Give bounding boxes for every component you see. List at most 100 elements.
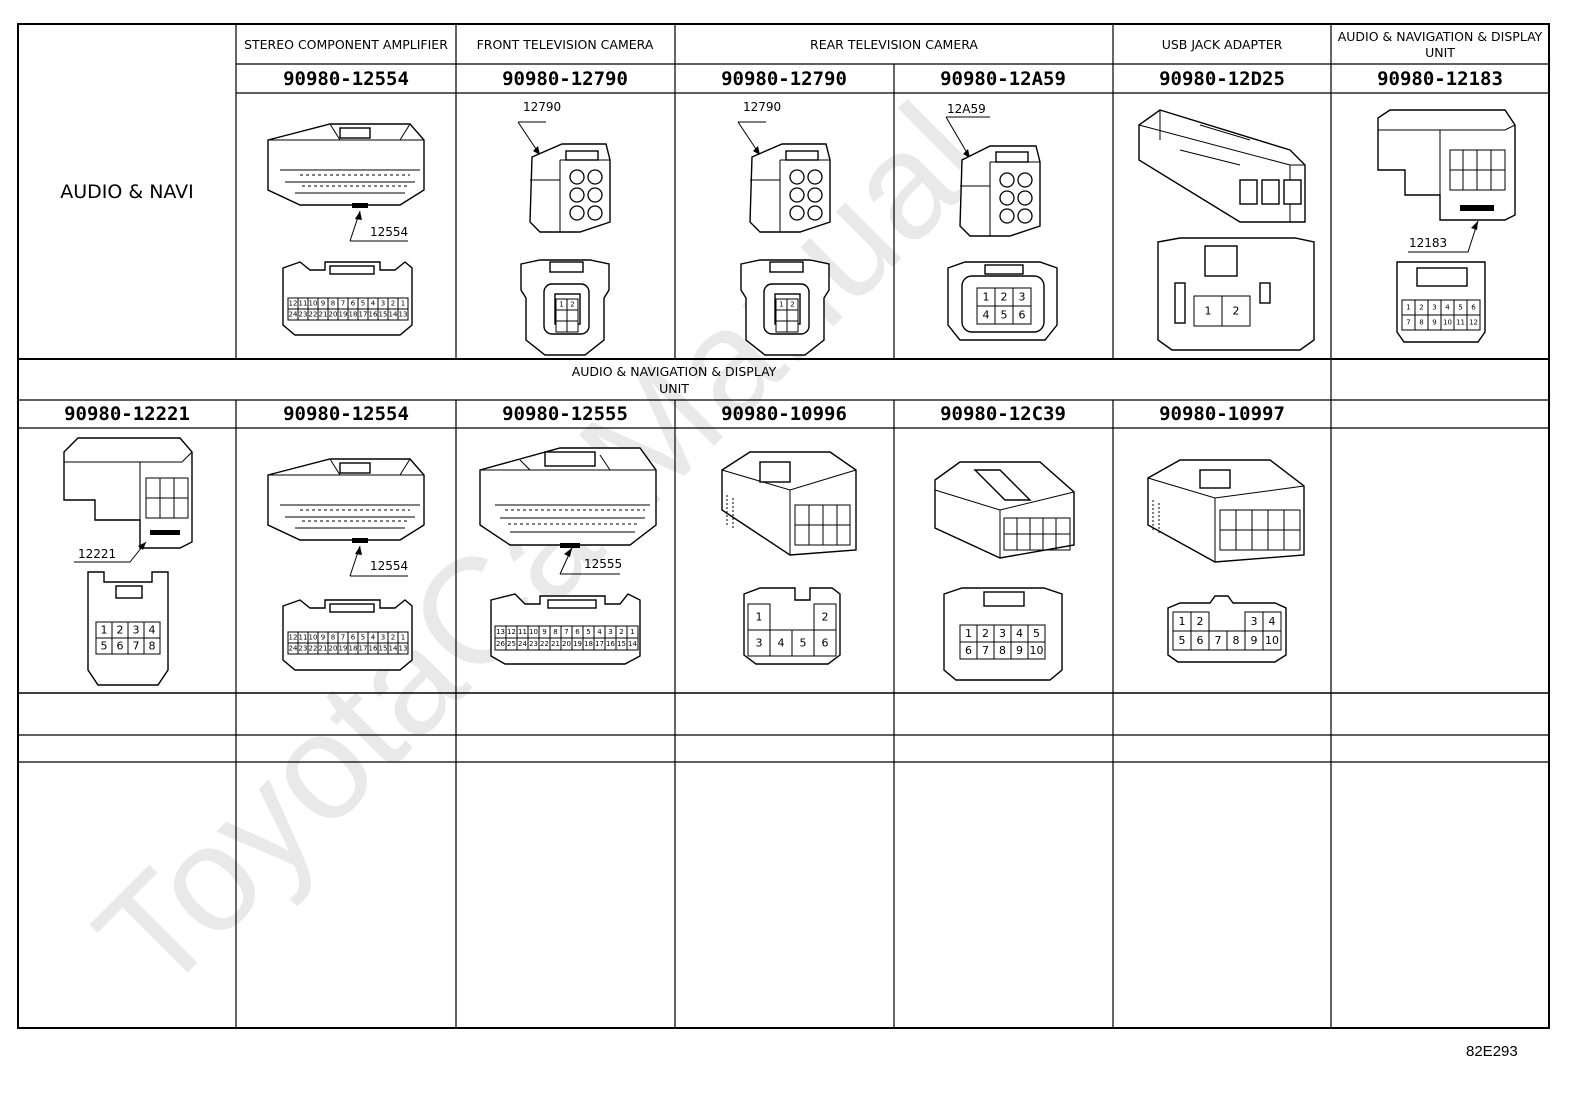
part-number: 90980-10997 bbox=[1159, 403, 1285, 425]
pin-cell bbox=[1466, 314, 1481, 331]
pin-number: 12 bbox=[289, 634, 298, 642]
row1-part-numbers: 90980-12554 90980-12790 90980-12790 9098… bbox=[283, 68, 1503, 90]
pin-number: 18 bbox=[584, 640, 593, 648]
pin-cell bbox=[626, 637, 639, 651]
pin-number: 1 bbox=[756, 611, 763, 624]
pin-number: 6 bbox=[575, 628, 580, 636]
pin-number: 4 bbox=[1445, 304, 1450, 312]
pin-cell bbox=[786, 309, 799, 322]
pin-cell bbox=[1193, 295, 1223, 327]
pin-number: 1 bbox=[965, 627, 972, 640]
pin-number: 10 bbox=[1265, 634, 1279, 647]
part-number: 90980-12555 bbox=[502, 403, 628, 425]
part-number: 90980-12554 bbox=[283, 68, 409, 90]
pin-cell bbox=[1262, 630, 1282, 651]
pin-number: 8 bbox=[331, 634, 335, 642]
pin-number: 26 bbox=[496, 640, 505, 648]
pin-number: 1 bbox=[1205, 305, 1212, 318]
pin-number: 6 bbox=[1197, 634, 1204, 647]
pin-number: 5 bbox=[101, 640, 108, 653]
pin-number: 10 bbox=[309, 300, 318, 308]
pin-number: 3 bbox=[381, 300, 385, 308]
pin-cell bbox=[1027, 641, 1046, 660]
part-number: 90980-12554 bbox=[283, 403, 409, 425]
svg-text:12554: 12554 bbox=[370, 225, 408, 239]
pin-number: 7 bbox=[564, 628, 568, 636]
pin-number: 3 bbox=[608, 628, 612, 636]
pin-number: 4 bbox=[597, 628, 602, 636]
part-number: 90980-12A59 bbox=[940, 68, 1066, 90]
pin-number: 8 bbox=[1419, 319, 1423, 327]
pin-number: 2 bbox=[619, 628, 623, 636]
pin-number: 19 bbox=[339, 645, 348, 653]
pin-cell bbox=[786, 320, 799, 333]
pin-number: 15 bbox=[379, 311, 388, 319]
pin-number: 1 bbox=[401, 634, 405, 642]
pin-cell bbox=[397, 642, 409, 655]
pin-number: 5 bbox=[1001, 309, 1008, 322]
pin-number: 21 bbox=[319, 311, 328, 319]
pin-number: 9 bbox=[1016, 644, 1023, 657]
pin-number: 6 bbox=[117, 640, 124, 653]
svg-text:12790: 12790 bbox=[523, 100, 561, 114]
pin-number: 18 bbox=[349, 311, 358, 319]
header-audio-nav-unit-line2: UNIT bbox=[1425, 45, 1455, 60]
pin-number: 20 bbox=[329, 311, 338, 319]
callout-12183: 12183 bbox=[1408, 220, 1479, 253]
pin-number: 17 bbox=[359, 645, 368, 653]
pin-number: 10 bbox=[309, 634, 318, 642]
pin-number: 23 bbox=[299, 311, 308, 319]
pin-number: 9 bbox=[1251, 634, 1258, 647]
pin-number: 21 bbox=[319, 645, 328, 653]
pin-number: 20 bbox=[329, 645, 338, 653]
svg-text:12183: 12183 bbox=[1409, 236, 1447, 250]
pin-number: 3 bbox=[1251, 615, 1258, 628]
connector-12554-iso-drawing bbox=[267, 458, 425, 543]
svg-text:12554: 12554 bbox=[370, 559, 408, 573]
pin-number: 3 bbox=[1019, 291, 1026, 304]
pin-number: 1 bbox=[1406, 304, 1410, 312]
pin-number: 22 bbox=[309, 645, 318, 653]
pin-number: 13 bbox=[399, 645, 408, 653]
pin-number: 24 bbox=[289, 645, 298, 653]
pin-number: 6 bbox=[351, 634, 356, 642]
pin-number: 11 bbox=[1456, 319, 1465, 327]
pin-number: 4 bbox=[149, 624, 156, 637]
callout-12554: 12554 bbox=[349, 545, 408, 577]
pin-number: 2 bbox=[1419, 304, 1423, 312]
pin-number: 24 bbox=[518, 640, 527, 648]
pin-number: 3 bbox=[756, 637, 763, 650]
pin-number: 3 bbox=[1432, 304, 1436, 312]
pin-number: 12 bbox=[1469, 319, 1478, 327]
pin-number: 1 bbox=[630, 628, 634, 636]
pin-number: 4 bbox=[371, 634, 376, 642]
connector-12C39-iso-drawing bbox=[934, 461, 1075, 559]
pin-cell bbox=[555, 320, 568, 333]
pin-number: 6 bbox=[351, 300, 356, 308]
pin-number: 9 bbox=[321, 634, 325, 642]
pin-number: 6 bbox=[1471, 304, 1476, 312]
pin-cell bbox=[566, 309, 579, 322]
pin-number: 1 bbox=[983, 291, 990, 304]
pin-number: 5 bbox=[800, 637, 807, 650]
pin-number: 5 bbox=[361, 300, 365, 308]
pin-number: 13 bbox=[399, 311, 408, 319]
pin-number: 4 bbox=[371, 300, 376, 308]
pin-number: 8 bbox=[553, 628, 557, 636]
pin-number: 8 bbox=[1233, 634, 1240, 647]
pin-number: 2 bbox=[1001, 291, 1008, 304]
